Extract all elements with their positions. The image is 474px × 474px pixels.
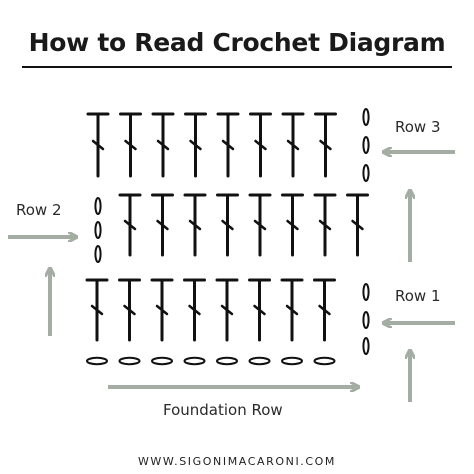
row-2-turning-chain-2: [94, 221, 102, 239]
row-3-turning-chain-1: [362, 108, 370, 126]
row-1-dc-stitch-2: [118, 278, 141, 342]
row-3-dc-stitch-7: [281, 112, 305, 178]
row-1-label: Row 1: [395, 287, 441, 305]
foundation-chain-2: [118, 356, 141, 366]
row-3-dc-stitch-4: [184, 112, 207, 178]
row-1-turning-chain-3: [362, 337, 370, 355]
row-3-turning-chain-3: [362, 164, 370, 182]
row-2-dc-stitch-4: [216, 193, 239, 257]
row-3-dc-stitch-1: [86, 112, 110, 178]
row-3-turning-chain-2: [362, 136, 370, 154]
row-3-dc-stitch-8: [314, 112, 337, 178]
row-1-turning-chain-2: [362, 311, 370, 329]
row-1-dc-stitch-8: [313, 278, 336, 342]
website-footer: WWW.SIGONIMACARONI.COM: [137, 455, 337, 468]
title-divider: [22, 66, 452, 68]
foundation-chain-3: [151, 356, 173, 366]
row-2-dc-stitch-3: [183, 193, 207, 257]
row-3-label: Row 3: [395, 118, 441, 136]
row-2-dc-stitch-1: [118, 193, 142, 257]
row-1-dc-stitch-4: [183, 278, 206, 342]
row-2-turning-chain-3: [94, 245, 102, 263]
row-3-dc-stitch-2: [119, 112, 142, 178]
row-1-dc-stitch-7: [280, 278, 304, 342]
foundation-chain-4: [183, 356, 206, 366]
row-2-dc-stitch-5: [248, 193, 272, 257]
row-2-dc-stitch-2: [151, 193, 174, 257]
foundation-chain-6: [248, 356, 271, 366]
foundation-row-label: Foundation Row: [163, 401, 283, 419]
row-2-dc-stitch-6: [281, 193, 304, 257]
row-3-dc-stitch-3: [151, 112, 175, 178]
row-2-turning-chain-1: [94, 197, 102, 215]
foundation-chain-1: [86, 356, 108, 366]
row-1-dc-stitch-3: [150, 278, 174, 342]
row-3-dc-stitch-5: [216, 112, 240, 178]
row-3-dc-stitch-6: [249, 112, 272, 178]
page-title: How to Read Crochet Diagram: [28, 28, 446, 57]
row-2-label: Row 2: [16, 201, 62, 219]
row-1-dc-stitch-6: [248, 278, 271, 342]
row-1-dc-stitch-1: [85, 278, 109, 342]
row-2-dc-stitch-8: [346, 193, 369, 257]
foundation-chain-5: [216, 356, 238, 366]
row-1-dc-stitch-5: [215, 278, 239, 342]
row-2-dc-stitch-7: [313, 193, 337, 257]
foundation-chain-7: [281, 356, 303, 366]
row-1-turning-chain-1: [362, 283, 370, 301]
foundation-chain-8: [313, 356, 336, 366]
